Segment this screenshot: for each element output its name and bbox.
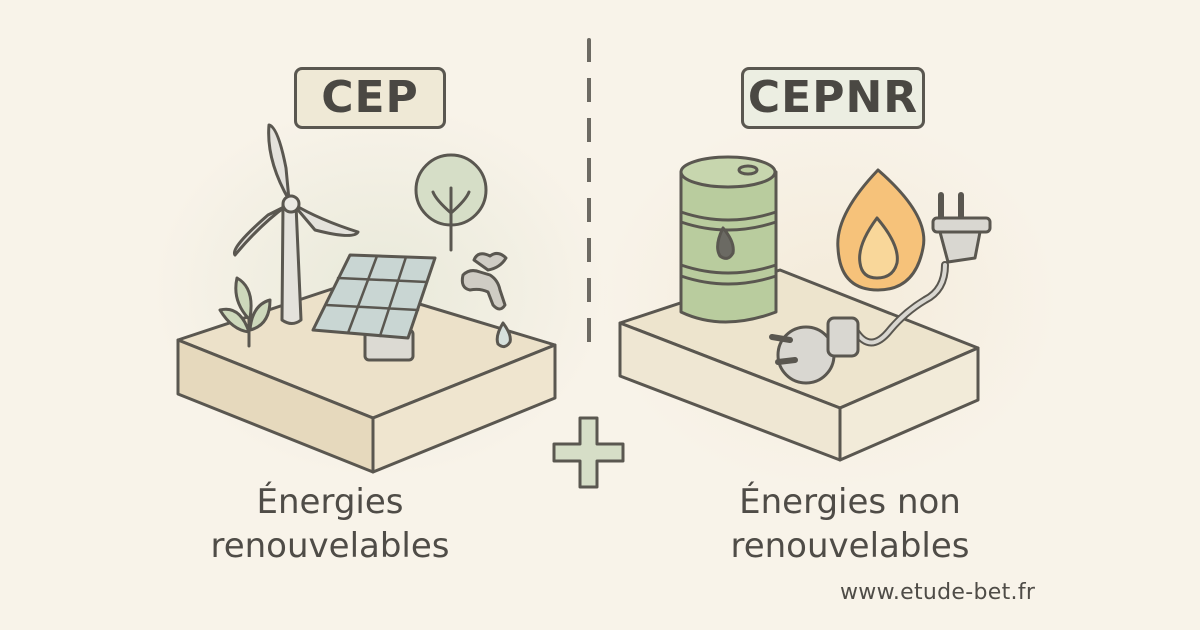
renewable-caption-line2: renouvelables: [210, 526, 450, 566]
wind-turbine-icon: [232, 123, 360, 325]
cep-tag: CEP: [294, 67, 446, 129]
nonrenewable-caption: Énergies non renouvelables: [700, 480, 1000, 568]
solar-panel-icon: [311, 253, 437, 362]
nonrenewable-caption-line2: renouvelables: [730, 526, 970, 566]
plus-icon: [552, 416, 625, 489]
nonrenewable-caption-line1: Énergies non: [739, 482, 961, 522]
water-tap-icon: [460, 251, 508, 311]
dashed-divider: [587, 38, 591, 358]
electric-plug-icon: [769, 192, 992, 385]
water-drop-icon: [495, 321, 512, 349]
renewable-caption-line1: Énergies: [256, 482, 404, 522]
cepnr-tag-label: CEPNR: [747, 72, 919, 123]
tree-icon: [414, 153, 488, 252]
renewable-caption: Énergies renouvelables: [190, 480, 470, 568]
gas-flame-icon: [836, 168, 926, 292]
cep-tag-label: CEP: [321, 72, 419, 123]
plant-sprout-icon: [218, 276, 272, 348]
cepnr-tag: CEPNR: [741, 67, 925, 129]
website-watermark: www.etude-bet.fr: [840, 580, 1036, 605]
oil-barrel-icon: [679, 155, 778, 324]
